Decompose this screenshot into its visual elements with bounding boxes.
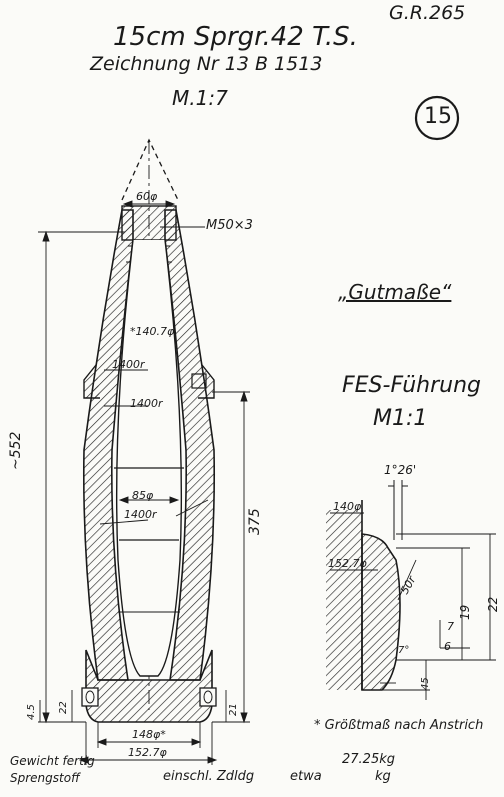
dim-base-dia-1: 148φ* [132,728,166,741]
dim-nose-dia: 60φ [136,190,158,203]
explosive-label: Sprengstoff [10,771,80,785]
weight-label: Gewicht fertig [10,754,95,768]
ref-number: G.R.265 [389,2,466,24]
shell-dimensions [38,200,250,765]
dim-cavity: 85φ [132,489,154,502]
nose-thread [121,205,177,241]
shell-drawing [81,138,217,723]
dim-total-length: ~552 [8,431,24,470]
scale-label: M.1:7 [172,86,228,110]
band-angle: 1°26' [384,463,417,477]
dim-r-mid: 1400r [130,397,163,410]
dim-base-left-1: 4.5 [26,704,37,720]
dim-r-upper: 1400r [112,358,145,371]
driving-band-right [199,687,217,707]
dim-base-right: 21 [228,703,239,716]
band-dim-6: 6 [444,640,451,653]
driving-band-left [81,687,99,707]
dim-base-dia-2: 152.7φ [128,746,167,759]
weight-value: 27.25kg [342,752,395,767]
explosive-incl-label: einschl. Zdldg [163,769,255,784]
gutmasse-label: „Gutmaße“ [338,280,452,304]
sheet-number-circle [414,95,460,141]
explosive-approx-label: etwa [290,769,322,784]
band-dia-1: 140φ [333,500,362,513]
band-dim-7: 7 [447,620,454,633]
page-title: 15cm Sprgr.42 T.S. [113,22,358,52]
dim-body-length: 375 [247,508,263,535]
band-section [326,480,496,700]
shell-cavity [115,239,183,677]
fes-scale: M1:1 [373,406,428,431]
band-dim-22: 22 [486,596,500,612]
band-angle-small: 7° [398,645,410,656]
dim-inner-top: *140.7φ [130,325,175,338]
explosive-unit: kg [375,769,391,784]
band-dia-2: 152.7φ [328,557,367,570]
band-profile [361,533,401,691]
sheet-number: 15 [424,104,452,129]
fes-title: FES-Führung [342,373,482,398]
band-dim-45: 45 [420,677,431,690]
dim-r-lower: 1400r [124,508,157,521]
band-dim-19: 19 [458,604,472,620]
drawing-number: Zeichnung Nr 13 B 1513 [90,53,323,75]
dim-thread: M50×3 [206,218,253,233]
dim-base-left-2: 22 [58,701,69,714]
footnote: * Größtmaß nach Anstrich [314,718,484,733]
band-wall [326,510,362,690]
